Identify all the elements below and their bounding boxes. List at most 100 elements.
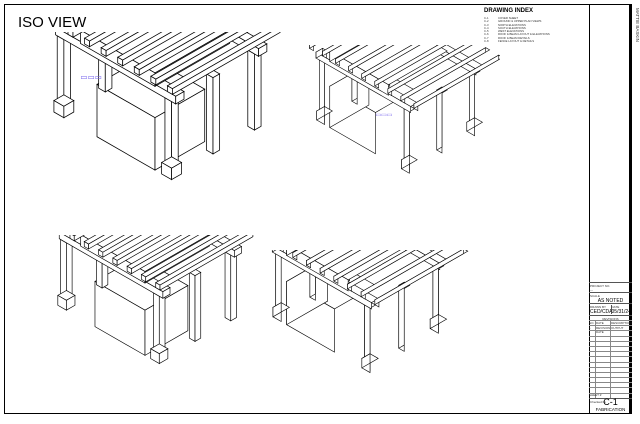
revision-empty-row: [589, 392, 632, 398]
rev-date: REVISION DATE: [596, 326, 611, 335]
index-item-title: GROUND & UPPER PLAN VIEWS: [498, 19, 542, 24]
rev-desc-header: DESCRIPTION: [611, 321, 632, 325]
rafter: [155, 32, 249, 86]
rafter: [400, 47, 486, 102]
sheet-label: SHEET #: [589, 393, 602, 397]
footing: [272, 302, 282, 318]
date-value: 05/31/24: [611, 309, 631, 315]
scale-value: AS NOTED: [597, 298, 624, 304]
beam: [234, 245, 242, 258]
revision-empty-row: [589, 377, 632, 383]
project-no: ---: [590, 288, 593, 292]
iso-view-1: ▭▭▭: [53, 32, 281, 181]
rafter: [145, 235, 228, 283]
rafter: [131, 235, 200, 275]
footing: [158, 348, 169, 365]
footing: [466, 117, 475, 132]
index-item-title: ROOF & BEAM DETAILS: [498, 35, 530, 40]
footing: [429, 313, 439, 330]
iso-view-4: [271, 250, 469, 374]
beam: [162, 287, 171, 299]
footing: [66, 294, 76, 311]
index-item: C-7 ROOF & BEAM DETAILS: [484, 35, 584, 40]
sign-graphic: ▭▭▭: [80, 73, 102, 82]
revision-empty-row: [589, 340, 632, 346]
rafter: [322, 45, 343, 57]
revision-empty-row: [589, 330, 632, 336]
rafter: [159, 235, 254, 291]
index-item-no: C-5: [484, 29, 489, 34]
beam: [175, 90, 185, 105]
index-item: C-3 NORTH ELEVATIONS: [484, 22, 584, 27]
title-block-column: [589, 4, 632, 414]
post: [212, 73, 221, 155]
rafter: [89, 32, 116, 48]
beam: [315, 47, 323, 59]
revision-empty-row: [589, 382, 632, 388]
footing: [316, 105, 325, 121]
rev-no-header: NO.: [589, 321, 596, 326]
rafter: [361, 45, 421, 79]
index-item-title: NORTH ELEVATIONS: [498, 22, 526, 27]
post: [230, 251, 237, 322]
rafter: [102, 235, 143, 258]
rafter: [360, 250, 444, 298]
post: [188, 271, 196, 342]
rafter: [116, 235, 171, 266]
revision-empty-row: [589, 371, 632, 378]
index-item-no: C-1: [484, 16, 489, 20]
beam: [271, 250, 277, 253]
sheet-id: SHEET # C-1 FABRICATION: [589, 393, 632, 412]
rafter: [72, 32, 83, 38]
index-item-title: WEST ELEVATIONS: [498, 29, 524, 34]
post: [224, 251, 232, 322]
rafter: [292, 250, 307, 259]
revision-empty-row: [589, 345, 632, 352]
rafter: [309, 45, 316, 49]
revision-empty-row: [589, 361, 632, 367]
rafter: [348, 45, 395, 72]
rafter: [374, 250, 465, 306]
rafter: [347, 250, 416, 290]
index-item: C-4 SOUTH ELEVATIONS: [484, 25, 584, 30]
rafter: [105, 32, 150, 57]
project-no-label: PROJECT NO.: [590, 284, 611, 288]
index-item: C-5 WEST ELEVATIONS: [484, 29, 584, 34]
revisions-label: REVISIONS: [589, 315, 632, 321]
index-item-title: SOUTH ELEVATIONS: [498, 25, 526, 30]
sign-graphic: ▭▭▭: [375, 112, 392, 118]
index-item-no: C-8: [484, 39, 489, 44]
rafter: [122, 32, 183, 67]
date-label: DATE: [611, 305, 620, 309]
scale-label: SCALE: [590, 294, 600, 298]
post: [398, 281, 405, 349]
revision-row: 1 REVISION DATE OUTPUT: [589, 325, 632, 335]
rafter: [319, 250, 362, 274]
rev-date-header: DATE: [596, 321, 611, 326]
rafter: [306, 250, 334, 266]
drawn-by: CED/CDA: [590, 309, 613, 315]
rafter: [335, 45, 369, 64]
beam: [258, 43, 268, 57]
index-item-no: C-3: [484, 22, 489, 27]
post: [247, 49, 255, 131]
index-item-title: ROOF & BEAM LAYOUT & ELEVATIONS: [498, 32, 550, 37]
rafter: [88, 235, 114, 250]
roof: [286, 250, 297, 257]
revision-empty-row: [589, 335, 632, 341]
index-item-no: C-7: [484, 35, 489, 40]
rafter: [73, 235, 85, 242]
index-item-no: C-4: [484, 25, 489, 30]
footing: [361, 353, 371, 369]
rev-desc: OUTPUT: [611, 326, 624, 331]
post: [254, 49, 262, 131]
revision-empty-row: [589, 366, 632, 372]
footing: [401, 154, 410, 170]
rafter: [67, 32, 74, 38]
rafter: [138, 32, 216, 76]
revision-empty-row: [589, 351, 632, 357]
